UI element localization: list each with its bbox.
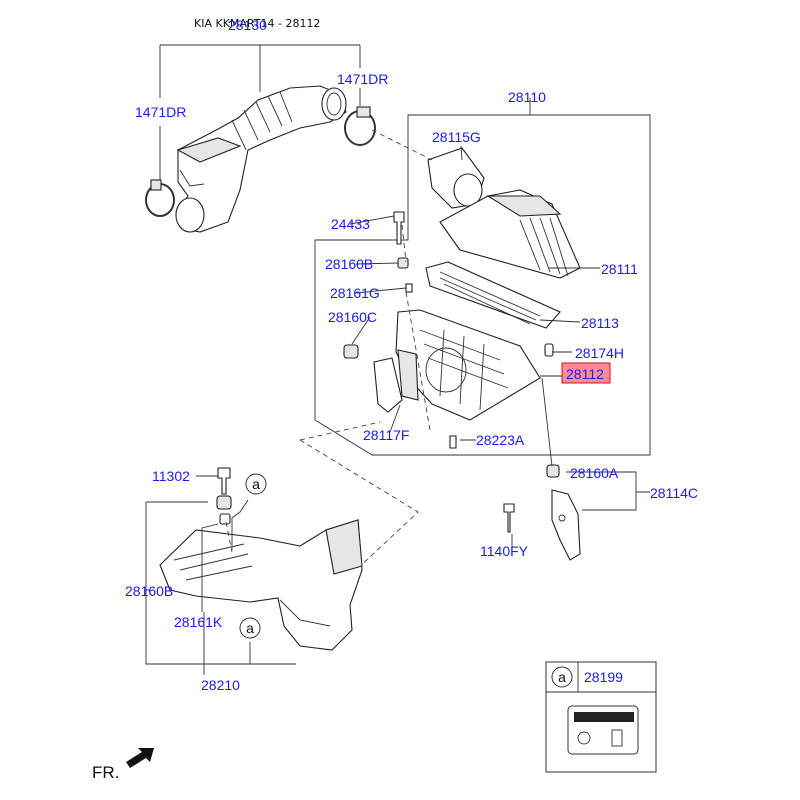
air-duct-hose-icon <box>175 85 347 233</box>
grommet-icon <box>343 257 560 478</box>
bracket-icon <box>551 489 581 561</box>
label-24433: 24433 <box>331 216 370 232</box>
label-28160b-top: 28160B <box>325 256 373 272</box>
reference-circle-a-bottom <box>239 617 261 639</box>
label-28161g: 28161G <box>330 285 380 301</box>
ref-letter-a-legend: a <box>558 669 566 685</box>
highlight-box-28112 <box>561 362 611 384</box>
label-28130: 28130 <box>228 17 267 33</box>
label-1471dr-right: 1471DR <box>337 71 388 87</box>
ref-letter-a-top: a <box>252 476 260 492</box>
label-28161k: 28161K <box>174 614 223 630</box>
air-filter-element-icon <box>425 261 561 329</box>
bolt-icon <box>503 503 515 533</box>
label-28160a: 28160A <box>570 465 619 481</box>
bolt-icon <box>217 467 231 495</box>
resonator-duct-icon <box>373 357 403 413</box>
front-arrow-icon <box>126 748 154 768</box>
label-28174h: 28174H <box>575 345 624 361</box>
diagram-title: KIA KKMART14 - 28112 <box>194 17 320 30</box>
reference-circle-a-top <box>245 473 267 495</box>
resonator-duct-icon <box>427 145 485 209</box>
bolt-icon <box>393 211 457 449</box>
label-28111: 28111 <box>601 261 638 277</box>
front-label: FR. <box>92 763 119 782</box>
label-28160c: 28160C <box>328 309 377 325</box>
grommet-icon <box>216 495 232 525</box>
label-11302: 11302 <box>152 468 190 484</box>
ref-letter-a-bottom: a <box>246 620 254 636</box>
air-cleaner-body-icon <box>395 309 541 421</box>
hose-clamp-icon <box>344 106 376 146</box>
air-duct-hose-icon <box>159 519 363 651</box>
label-28114c: 28114C <box>650 485 698 501</box>
label-28160b-bottom: 28160B <box>125 583 173 599</box>
air-cleaner-cover-icon <box>439 189 581 279</box>
label-1471dr-left: 1471DR <box>135 104 186 120</box>
label-28117f: 28117F <box>363 427 409 443</box>
label-28210: 28210 <box>201 677 240 693</box>
label-1140fy: 1140FY <box>480 543 529 559</box>
label-28110: 28110 <box>508 89 546 105</box>
label-sticker-icon <box>545 661 657 773</box>
label-28115g: 28115G <box>432 129 481 145</box>
label-28199: 28199 <box>584 669 623 685</box>
hose-clamp-icon <box>145 179 175 217</box>
label-28113: 28113 <box>581 315 619 331</box>
label-28112: 28112 <box>566 366 604 382</box>
label-28223a: 28223A <box>476 432 525 448</box>
